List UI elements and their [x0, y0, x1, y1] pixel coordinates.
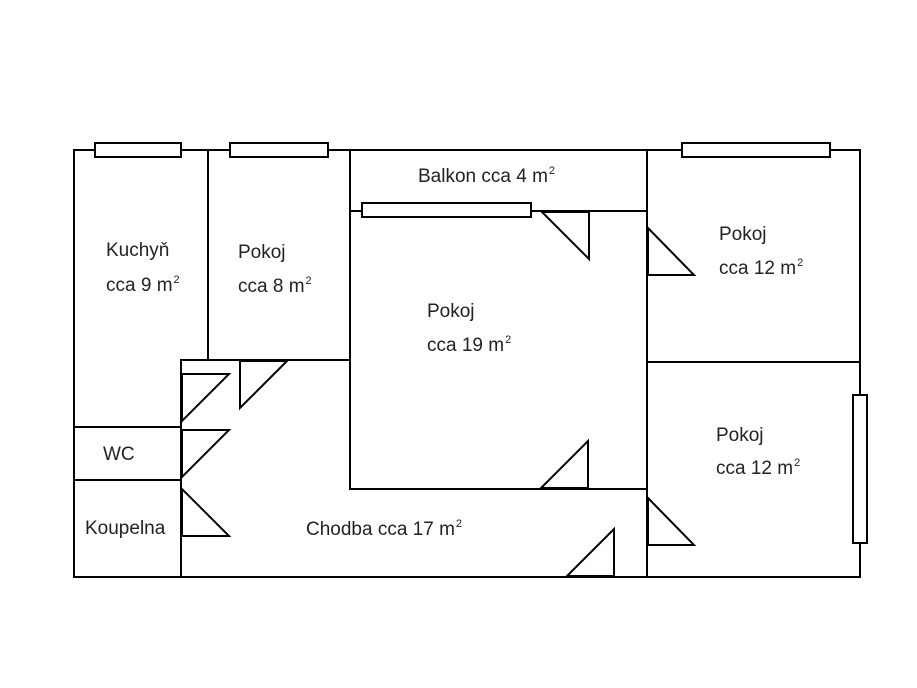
bottom-right-room-name: Pokoj [716, 425, 764, 446]
hallway-label: Chodba cca 17 m2 [306, 518, 463, 540]
kitchen-name: Kuchyň [106, 240, 170, 261]
door-center-room [538, 438, 589, 489]
door-small-room [239, 360, 290, 411]
door-bottom-right-room [647, 495, 697, 546]
door-entrance [564, 526, 615, 577]
doors [181, 211, 697, 577]
top-right-room-name: Pokoj [719, 224, 767, 245]
small-room-area: cca 8 m2 [238, 275, 312, 297]
door-bathroom [181, 486, 232, 537]
top-right-room-area: cca 12 m2 [719, 257, 804, 279]
door-balcony [539, 211, 590, 262]
window-balcony [361, 202, 532, 218]
wc-label: WC [103, 444, 135, 465]
bottom-right-room-area: cca 12 m2 [716, 457, 801, 479]
balcony-label: Balkon cca 4 m2 [418, 165, 556, 187]
small-room-name: Pokoj [238, 242, 286, 263]
bathroom-label: Koupelna [85, 518, 166, 539]
door-kitchen [181, 373, 232, 424]
door-wc [181, 429, 232, 480]
center-room-name: Pokoj [427, 301, 475, 322]
kitchen-area: cca 9 m2 [106, 274, 180, 296]
windows [94, 142, 868, 544]
window-top-right [681, 142, 831, 158]
window-small-room [229, 142, 329, 158]
door-top-right-room [647, 225, 697, 276]
window-kitchen [94, 142, 182, 158]
center-room-area: cca 19 m2 [427, 334, 512, 356]
window-bottom-right [852, 394, 868, 544]
